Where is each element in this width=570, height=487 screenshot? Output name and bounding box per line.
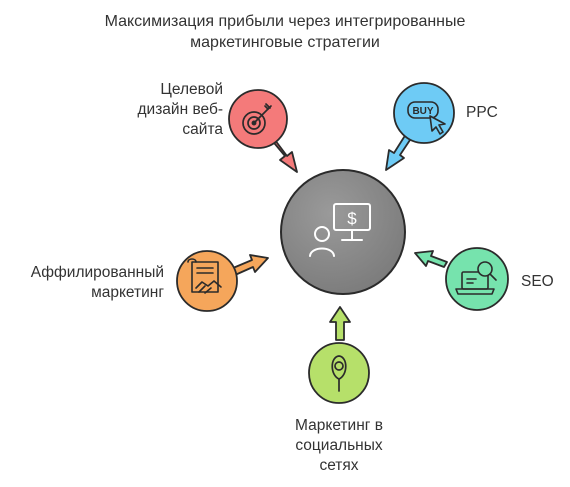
label-affiliate-line-2: маркетинг [91, 284, 164, 301]
svg-text:$: $ [347, 209, 357, 228]
page-title: Максимизация прибыли через интегрированн… [0, 11, 570, 53]
label-ppc: PPC [466, 104, 498, 121]
arrow-from-seo [414, 250, 448, 268]
buy-click-icon: BUY [407, 101, 446, 135]
label-targeted-design-line-1: Целевой [160, 81, 223, 98]
arrow-from-ppc [385, 133, 413, 171]
title-line-1: Максимизация прибыли через интегрированн… [104, 13, 466, 30]
buy-icon-text: BUY [412, 106, 433, 117]
label-seo: SEO [521, 273, 554, 290]
arrow-from-social [329, 306, 351, 341]
node-social [308, 342, 370, 404]
label-affiliate-line-1: Аффилированный [30, 264, 164, 281]
label-targeted-design-line-3: сайта [182, 121, 223, 138]
target-arrow-icon [242, 103, 272, 135]
computer-user-dollar-icon: $ [309, 203, 371, 257]
node-seo [445, 247, 509, 311]
label-social: Маркетинг в социальных сетях [264, 416, 414, 476]
label-social-line-1: Маркетинг в [295, 417, 383, 434]
arrow-from-affiliate [232, 254, 269, 276]
central-hub [280, 169, 406, 295]
label-affiliate: Аффилированный маркетинг [0, 263, 164, 303]
label-targeted-design: Целевой дизайн веб- сайта [103, 80, 224, 140]
label-social-line-3: сетях [319, 457, 359, 474]
label-social-line-2: социальных [295, 437, 383, 454]
label-targeted-design-line-2: дизайн веб- [137, 101, 224, 118]
contract-handshake-icon [187, 258, 222, 294]
title-line-2: маркетинговые стратегии [190, 34, 380, 51]
search-laptop-icon [455, 261, 497, 295]
location-pin-icon [331, 355, 347, 392]
node-affiliate [176, 250, 238, 312]
